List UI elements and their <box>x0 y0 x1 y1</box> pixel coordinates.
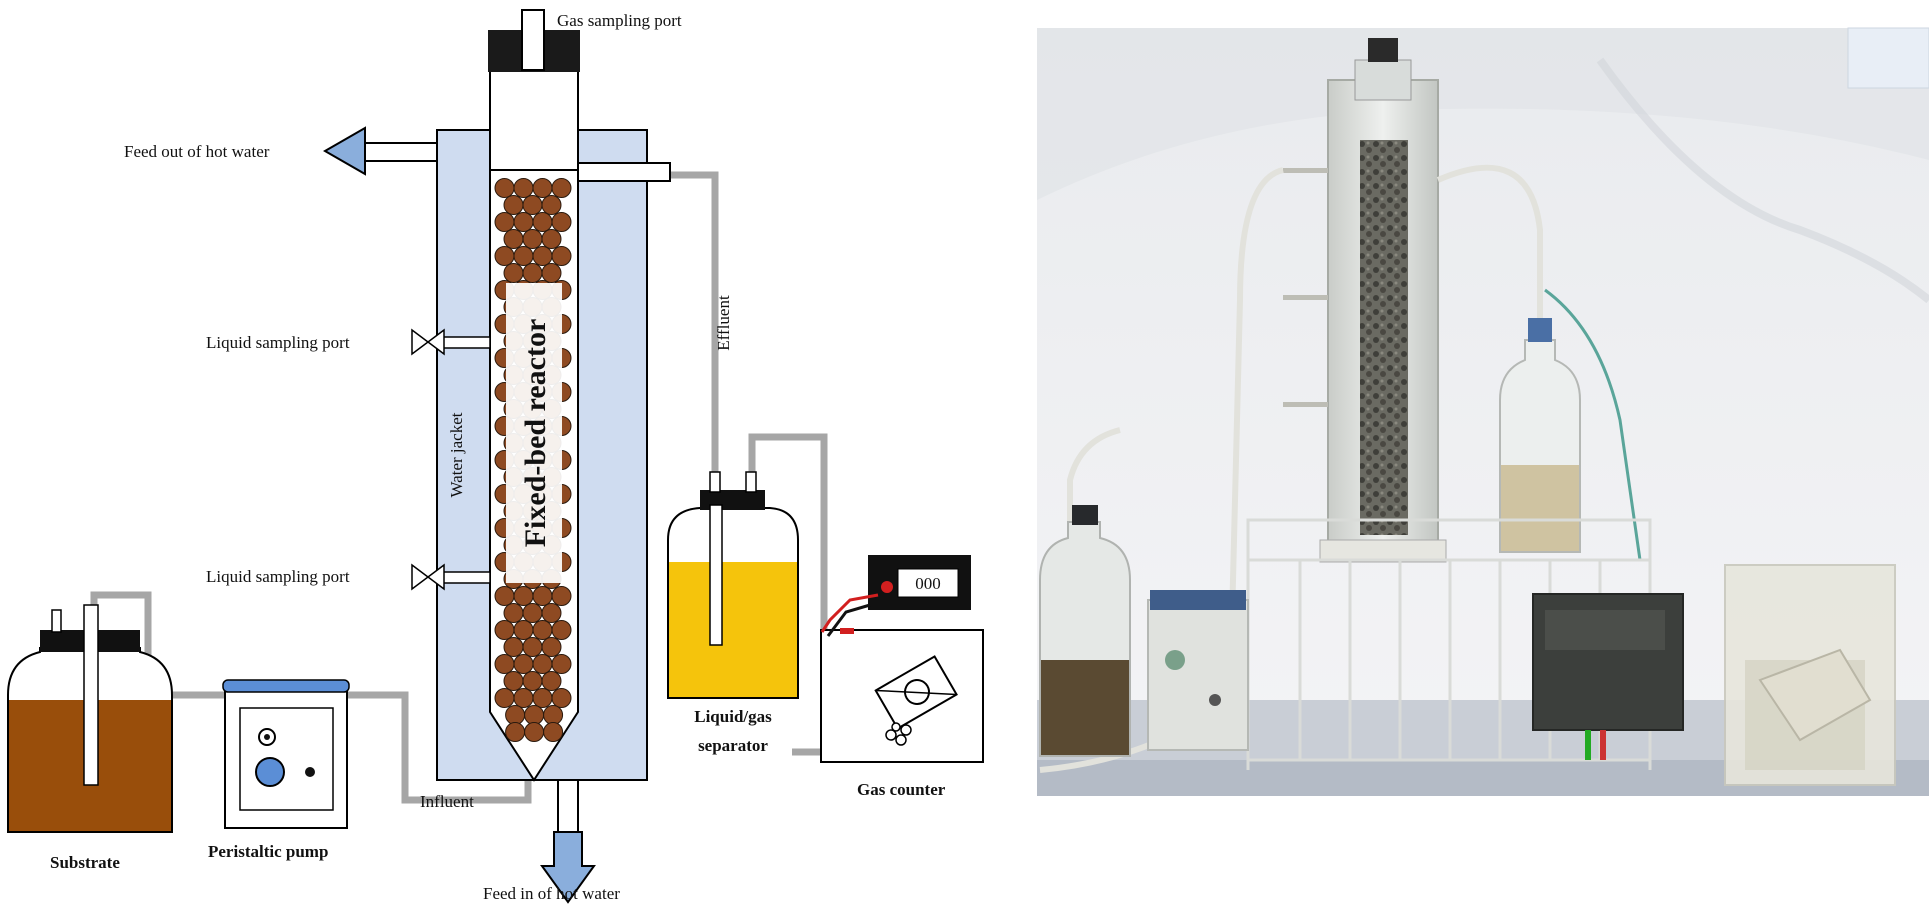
counter-display: 000 <box>868 555 971 610</box>
label-separator-line2: separator <box>698 736 768 755</box>
hot-water-out-pipe <box>322 126 438 176</box>
label-separator-line1: Liquid/gas <box>694 707 772 726</box>
photo-substrate-bottle <box>1039 505 1131 757</box>
packing-bead <box>503 195 524 215</box>
label-feed-out-hot-water: Feed out of hot water <box>124 142 270 161</box>
packing-bead <box>532 586 553 606</box>
packing-bead <box>551 620 572 640</box>
packing-bead <box>541 637 562 657</box>
packing-bead <box>522 195 543 215</box>
packing-bead <box>494 620 515 640</box>
label-fixed-bed-reactor: Fixed-bed reactor <box>519 319 552 548</box>
packing-bead <box>513 246 534 266</box>
label-liquid-sampling-port-upper: Liquid sampling port <box>206 333 350 352</box>
photo-separator-bottle <box>1499 318 1581 553</box>
reactor-label-box <box>506 283 562 583</box>
packing-bead <box>503 671 524 691</box>
packing-bead <box>494 688 515 708</box>
packing-bead <box>513 620 534 640</box>
packing-bead <box>513 654 534 674</box>
packing-bead <box>494 246 515 266</box>
packing-bead <box>551 688 572 708</box>
label-water-jacket: Water jacket <box>447 412 466 497</box>
packing-bead <box>513 178 534 198</box>
packing-bead <box>541 263 562 283</box>
liquid-sampling-port-upper[interactable] <box>411 328 491 356</box>
packing-bead <box>513 212 534 232</box>
packing-bead <box>503 263 524 283</box>
counter-wires <box>820 593 879 637</box>
packing-bead <box>494 654 515 674</box>
packing-bead <box>513 688 534 708</box>
pipes <box>90 171 828 804</box>
packing-bead <box>524 705 545 725</box>
packing-bead <box>503 637 524 657</box>
packing-bead <box>513 586 534 606</box>
arrow-out-icon <box>322 126 366 176</box>
hot-water-in-pipe <box>540 779 596 904</box>
label-feed-in-hot-water: Feed in of hot water <box>483 884 620 903</box>
label-influent: Influent <box>420 792 474 811</box>
gas-counter[interactable] <box>820 629 984 763</box>
packing-bead <box>522 603 543 623</box>
packing-bead <box>505 705 526 725</box>
packing-bead <box>551 246 572 266</box>
packing-bead <box>551 654 572 674</box>
label-gas-sampling-port: Gas sampling port <box>557 11 682 30</box>
label-effluent: Effluent <box>714 295 733 351</box>
liquid-gas-separator <box>667 471 799 699</box>
packing-bead <box>524 722 545 742</box>
packing-bead <box>522 263 543 283</box>
effluent-outlet <box>577 162 671 182</box>
photo-peristaltic-pump <box>1147 590 1249 751</box>
photo-gas-counter-box <box>1532 593 1684 760</box>
packing-bead <box>541 195 562 215</box>
packing-bead <box>532 246 553 266</box>
packing-bead <box>543 722 564 742</box>
label-peristaltic-pump: Peristaltic pump <box>208 842 328 861</box>
pump-knob[interactable] <box>255 757 285 787</box>
packing-bead <box>532 178 553 198</box>
packing-bead <box>503 229 524 249</box>
label-liquid-sampling-port-lower: Liquid sampling port <box>206 567 350 586</box>
packing-bead <box>532 654 553 674</box>
counter-display-text: 000 <box>915 574 941 593</box>
photo-water-tank <box>1724 564 1896 786</box>
photo-reactor-column <box>1283 38 1447 563</box>
packing-bead <box>532 212 553 232</box>
packing-bead <box>532 688 553 708</box>
apparatus-photo <box>1037 27 1929 796</box>
label-substrate: Substrate <box>50 853 120 872</box>
label-gas-counter: Gas counter <box>857 780 946 799</box>
liquid-sampling-port-lower[interactable] <box>411 563 491 591</box>
packing-bead <box>522 671 543 691</box>
photo-green-tube <box>1544 288 1642 561</box>
packing-bead <box>505 722 526 742</box>
packing-bead <box>522 637 543 657</box>
packing-bead <box>543 705 564 725</box>
packing-bead <box>494 178 515 198</box>
packing-bead <box>541 671 562 691</box>
peristaltic-pump[interactable] <box>222 679 350 829</box>
arrow-in-icon <box>540 831 596 904</box>
packing-bead <box>551 212 572 232</box>
packing-bead <box>494 212 515 232</box>
substrate-bottle <box>7 604 173 833</box>
packing-bead <box>541 229 562 249</box>
packing-bead <box>551 178 572 198</box>
packing-bead <box>522 229 543 249</box>
packing-bead <box>541 603 562 623</box>
packing-bead <box>551 586 572 606</box>
packing-bead <box>532 620 553 640</box>
packing-bead <box>494 586 515 606</box>
packing-bead <box>503 603 524 623</box>
